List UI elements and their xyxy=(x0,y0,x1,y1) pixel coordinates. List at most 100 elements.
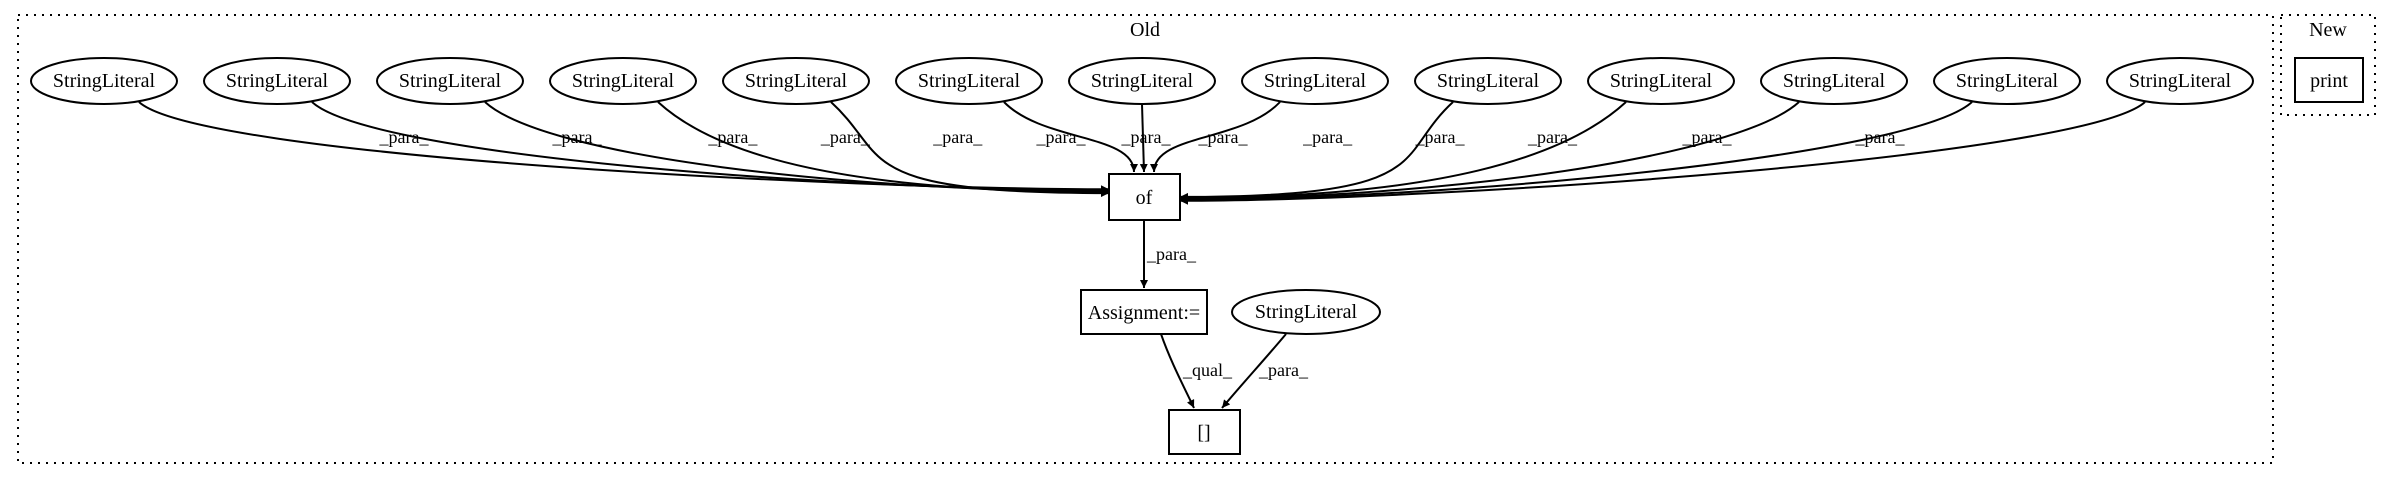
node-index-op-label: [] xyxy=(1197,422,1210,444)
node-stringliteral-7-ellipse xyxy=(1068,57,1216,105)
node-stringliteral-5-ellipse xyxy=(722,57,870,105)
edge-stringliteral-3-to-of-label: _para_ xyxy=(707,127,758,147)
node-assignment: Assignment:= xyxy=(1080,289,1208,335)
node-stringliteral-12-ellipse xyxy=(1933,57,2081,105)
node-stringliteral-2: StringLiteral xyxy=(203,57,351,105)
edge-stringliteral-13-to-of-line xyxy=(1179,101,2146,205)
node-stringliteral-6: StringLiteral xyxy=(895,57,1043,105)
node-of: of xyxy=(1108,173,1181,221)
edge-stringliteral-10-to-of-label: _para_ xyxy=(1415,127,1466,147)
edge-stringliteral-9-to-of-label: _para_ xyxy=(1302,127,1353,147)
node-stringliteral-3-label: StringLiteral xyxy=(399,70,502,92)
stringliteral-row: StringLiteral StringLiteral StringLiteral S… xyxy=(30,57,2254,105)
edge-stringliteral-6-to-of-line xyxy=(1003,101,1138,173)
edge-stringliteral-to-index-label: _para_ xyxy=(1258,360,1309,380)
edge-stringliteral-7-to-of-line xyxy=(1139,103,1148,173)
node-print-box xyxy=(2294,57,2364,103)
node-stringliteral-4: StringLiteral xyxy=(549,57,697,105)
node-stringliteral-11: StringLiteral xyxy=(1760,57,1908,105)
node-stringliteral-7-label: StringLiteral xyxy=(1091,70,1194,92)
edge-stringliteral-5-to-of: _para_ xyxy=(830,101,1110,198)
edge-stringliteral-6-to-of-label: _para_ xyxy=(1036,127,1087,147)
node-stringliteral-8-ellipse xyxy=(1241,57,1389,105)
edge-stringliteral-10-to-of: _para_ xyxy=(1179,101,1627,202)
node-stringliteral-1: StringLiteral xyxy=(30,57,178,105)
node-stringliteral-3: StringLiteral xyxy=(376,57,524,105)
edge-stringliteral-to-index: _para_ xyxy=(1221,333,1309,409)
node-of-label: of xyxy=(1136,187,1153,209)
node-stringliteral-13: StringLiteral xyxy=(2106,57,2254,105)
cluster-old: Old xyxy=(17,14,2274,464)
node-stringliteral-10-label: StringLiteral xyxy=(1610,70,1713,92)
node-stringliteral-10-ellipse xyxy=(1587,57,1735,105)
node-print-label: print xyxy=(2310,70,2348,92)
edge-stringliteral-5-to-of-line xyxy=(830,101,1110,198)
edge-stringliteral-4-to-of: _para_ xyxy=(657,101,1110,197)
edge-stringliteral-12-to-of-label: _para_ xyxy=(1682,127,1733,147)
node-stringliteral-7: StringLiteral xyxy=(1068,57,1216,105)
node-assignment-box xyxy=(1080,289,1208,335)
node-stringliteral-5-label: StringLiteral xyxy=(745,70,848,92)
edge-stringliteral-10-to-of-line xyxy=(1179,101,1627,202)
edge-stringliteral-8-to-of-line xyxy=(1150,101,1281,173)
node-stringliteral-index: StringLiteral xyxy=(1231,289,1381,335)
node-stringliteral-8: StringLiteral xyxy=(1241,57,1389,105)
cluster-new-label: New xyxy=(2309,19,2347,41)
node-stringliteral-4-ellipse xyxy=(549,57,697,105)
edge-stringliteral-8-to-of: _para_ xyxy=(1150,101,1281,173)
node-stringliteral-13-label: StringLiteral xyxy=(2129,70,2232,92)
node-stringliteral-13-ellipse xyxy=(2106,57,2254,105)
edge-stringliteral-12-to-of: _para_ xyxy=(1179,101,1973,204)
cluster-old-label: Old xyxy=(1130,19,1160,41)
edge-stringliteral-to-index-line xyxy=(1221,333,1287,409)
node-stringliteral-1-ellipse xyxy=(30,57,178,105)
node-index-op: [] xyxy=(1168,409,1241,455)
edge-assignment-to-index: _qual_ xyxy=(1160,333,1233,409)
node-stringliteral-6-ellipse xyxy=(895,57,1043,105)
node-stringliteral-9-label: StringLiteral xyxy=(1437,70,1540,92)
node-stringliteral-index-ellipse xyxy=(1231,289,1381,335)
node-stringliteral-2-label: StringLiteral xyxy=(226,70,329,92)
edge-stringliteral-11-to-of-label: _para_ xyxy=(1527,127,1578,147)
node-print: print xyxy=(2294,57,2364,103)
edge-stringliteral-13-to-of: _para_ xyxy=(1179,101,2146,205)
cluster-new: New xyxy=(2280,14,2376,116)
node-stringliteral-11-label: StringLiteral xyxy=(1783,70,1886,92)
edge-stringliteral-9-to-of: _para_ xyxy=(1179,101,1454,201)
edge-stringliteral-12-to-of-line xyxy=(1179,101,1973,204)
node-stringliteral-9-ellipse xyxy=(1414,57,1562,105)
node-stringliteral-3-ellipse xyxy=(376,57,524,105)
node-stringliteral-12: StringLiteral xyxy=(1933,57,2081,105)
edge-of-to-assignment: _para_ xyxy=(1140,220,1197,288)
edge-stringliteral-7-to-of-label: _para_ xyxy=(1121,127,1172,147)
edge-assignment-to-index-label: _qual_ xyxy=(1182,360,1233,380)
edge-stringliteral-11-to-of-line xyxy=(1179,101,1800,203)
edge-stringliteral-2-to-of-label: _para_ xyxy=(552,127,603,147)
edge-stringliteral-5-to-of-label: _para_ xyxy=(932,127,983,147)
node-stringliteral-10: StringLiteral xyxy=(1587,57,1735,105)
edge-stringliteral-7-to-of: _para_ xyxy=(1121,103,1172,173)
node-stringliteral-12-label: StringLiteral xyxy=(1956,70,2059,92)
node-index-op-box xyxy=(1168,409,1241,455)
edge-stringliteral-13-to-of-label: _para_ xyxy=(1855,127,1906,147)
node-stringliteral-2-ellipse xyxy=(203,57,351,105)
node-stringliteral-4-label: StringLiteral xyxy=(572,70,675,92)
edges-stringliteral-to-of: _para_ _para_ _para_ _para_ _para_ _para_ _par… xyxy=(138,101,2146,205)
edge-stringliteral-6-to-of: _para_ xyxy=(1003,101,1138,173)
node-assignment-label: Assignment:= xyxy=(1088,302,1200,324)
edge-assignment-to-index-line xyxy=(1160,333,1195,409)
node-stringliteral-1-label: StringLiteral xyxy=(53,70,156,92)
node-stringliteral-8-label: StringLiteral xyxy=(1264,70,1367,92)
edge-stringliteral-4-to-of-label: _para_ xyxy=(820,127,871,147)
edge-stringliteral-8-to-of-label: _para_ xyxy=(1198,127,1249,147)
node-stringliteral-index-label: StringLiteral xyxy=(1255,301,1358,323)
cluster-new-border xyxy=(2280,14,2376,116)
edge-of-to-assignment-label: _para_ xyxy=(1146,244,1197,264)
edge-stringliteral-9-to-of-line xyxy=(1179,101,1454,201)
node-stringliteral-11-ellipse xyxy=(1760,57,1908,105)
node-stringliteral-6-label: StringLiteral xyxy=(918,70,1021,92)
edge-stringliteral-11-to-of: _para_ xyxy=(1179,101,1800,203)
node-stringliteral-9: StringLiteral xyxy=(1414,57,1562,105)
